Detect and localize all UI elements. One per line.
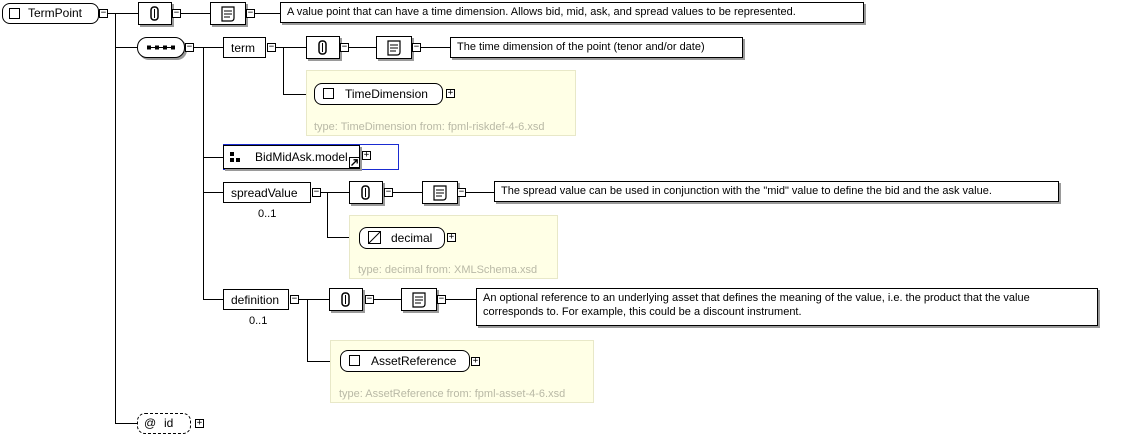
timedimension-type[interactable]: TimeDimension — [314, 83, 443, 105]
decimal-type-label: decimal — [391, 231, 433, 245]
termpoint-element[interactable]: TermPoint — [2, 3, 99, 24]
sequence-icon — [147, 45, 175, 50]
reference-arrow-icon — [349, 157, 360, 168]
simple-type-icon — [368, 231, 381, 244]
spreadvalue-annotation-text: The spread value can be used in conjunct… — [501, 185, 992, 197]
definition-collapse-button[interactable]: − — [290, 294, 299, 304]
definition-label: definition — [231, 293, 280, 307]
spreadvalue-collapse-button[interactable]: − — [312, 187, 321, 197]
documentation-icon — [433, 185, 447, 201]
term-label: term — [231, 41, 255, 55]
term-annotation-text: The time dimension of the point (tenor a… — [457, 41, 705, 53]
term-element[interactable]: term — [223, 37, 266, 58]
complex-type-icon — [349, 355, 360, 366]
spreadvalue-annotation: The spread value can be used in conjunct… — [494, 181, 1059, 202]
documentation-icon — [387, 40, 401, 56]
decimal-expand-button[interactable]: + — [447, 232, 456, 242]
timedimension-expand-button[interactable]: + — [446, 88, 455, 98]
termpoint-documentation-collapse-button[interactable]: − — [246, 8, 255, 18]
termpoint-annotation: A value point that can have a time dimen… — [280, 2, 864, 23]
spreadvalue-element[interactable]: spreadValue — [223, 182, 311, 203]
complex-type-icon — [9, 8, 20, 19]
term-annotation: The time dimension of the point (tenor a… — [450, 37, 743, 58]
definition-element[interactable]: definition — [223, 289, 289, 310]
id-attribute-expand-button[interactable]: + — [195, 418, 204, 428]
definition-type-info: type: AssetReference from: fpml-asset-4-… — [339, 388, 566, 400]
termpoint-appinfo-node[interactable] — [138, 2, 172, 25]
spreadvalue-label: spreadValue — [231, 186, 298, 200]
definition-occurrence: 0..1 — [249, 315, 268, 327]
term-type-info: type: TimeDimension from: fpml-riskdef-4… — [314, 121, 545, 133]
definition-appinfo-node[interactable] — [329, 288, 363, 311]
term-appinfo-collapse-button[interactable]: − — [340, 42, 349, 52]
sequence-collapse-button[interactable]: − — [185, 42, 194, 52]
decimal-type[interactable]: decimal — [359, 227, 445, 249]
definition-documentation-collapse-button[interactable]: − — [437, 294, 446, 304]
term-collapse-button[interactable]: − — [267, 42, 276, 52]
documentation-icon — [412, 292, 426, 308]
term-documentation-collapse-button[interactable]: − — [412, 42, 421, 52]
appinfo-icon — [341, 292, 350, 307]
timedimension-type-label: TimeDimension — [345, 87, 428, 101]
termpoint-collapse-button[interactable]: − — [99, 8, 108, 18]
bidmidask-expand-button[interactable]: + — [362, 150, 371, 160]
term-appinfo-node[interactable] — [306, 36, 340, 59]
spreadvalue-type-info: type: decimal from: XMLSchema.xsd — [358, 264, 538, 276]
assetreference-type-label: AssetReference — [371, 354, 457, 368]
spreadvalue-occurrence: 0..1 — [258, 208, 277, 220]
definition-annotation-line2: corresponds to. For example, this could … — [483, 306, 802, 318]
termpoint-annotation-text: A value point that can have a time dimen… — [287, 6, 796, 18]
attribute-at-icon: @ — [144, 416, 157, 430]
assetreference-expand-button[interactable]: + — [471, 356, 480, 366]
appinfo-icon — [150, 6, 159, 21]
definition-annotation: An optional reference to an underlying a… — [476, 288, 1098, 326]
bidmidask-label: BidMidAsk.model — [255, 150, 348, 164]
termpoint-appinfo-collapse-button[interactable]: − — [172, 8, 181, 18]
termpoint-documentation-node[interactable] — [210, 2, 246, 25]
definition-appinfo-collapse-button[interactable]: − — [365, 294, 374, 304]
id-attribute[interactable]: @ id — [137, 413, 191, 434]
appinfo-icon — [318, 40, 327, 55]
assetreference-type[interactable]: AssetReference — [340, 350, 470, 372]
spreadvalue-appinfo-collapse-button[interactable]: − — [384, 187, 393, 197]
spreadvalue-documentation-collapse-button[interactable]: − — [457, 187, 466, 197]
spreadvalue-documentation-node[interactable] — [422, 181, 458, 204]
id-attribute-label: id — [164, 416, 174, 430]
group-icon — [230, 152, 240, 162]
termpoint-label: TermPoint — [28, 6, 83, 20]
bidmidask-group-ref[interactable]: BidMidAsk.model — [223, 145, 360, 169]
complex-type-icon — [323, 88, 334, 99]
documentation-icon — [221, 6, 235, 22]
sequence-compositor[interactable] — [137, 37, 185, 58]
term-documentation-node[interactable] — [376, 36, 412, 59]
definition-documentation-node[interactable] — [401, 288, 437, 311]
spreadvalue-appinfo-node[interactable] — [349, 181, 383, 204]
appinfo-icon — [361, 185, 370, 200]
definition-annotation-line1: An optional reference to an underlying a… — [483, 292, 1030, 304]
